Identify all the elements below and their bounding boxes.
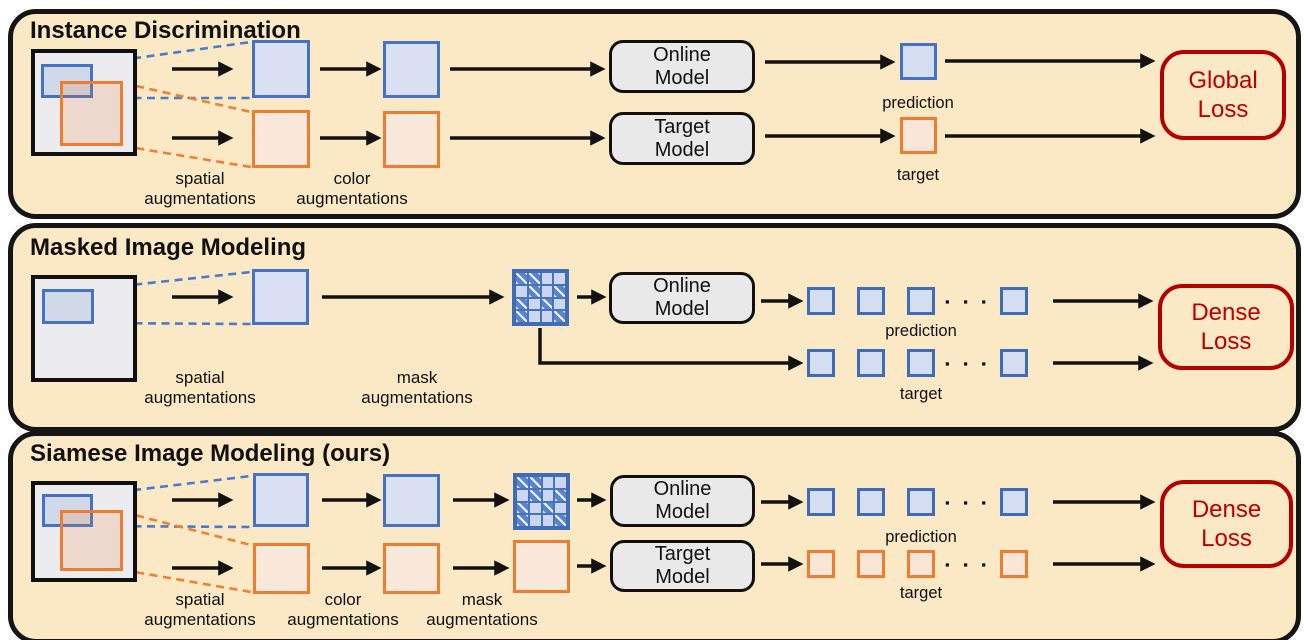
masked-view [512, 269, 569, 326]
token-square [857, 550, 885, 578]
online-model-box: Online Model [609, 40, 755, 93]
token-square [1000, 550, 1028, 578]
token-square [807, 287, 835, 315]
color-augmented-view-blue [383, 41, 440, 98]
masked-view [513, 473, 570, 530]
augmented-view-orange [253, 543, 310, 594]
panel-instance-discrimination: Instance Discrimination spatial augmenta… [8, 9, 1301, 219]
online-model-box: Online Model [610, 475, 755, 527]
token-square [807, 349, 835, 377]
prediction-label: prediction [885, 322, 957, 340]
loss-box-dense: Dense Loss [1160, 480, 1293, 568]
ellipsis-dots: ▪ ▪ ▪ [944, 294, 992, 309]
source-image [31, 481, 137, 582]
token-square [807, 488, 835, 516]
source-image [31, 275, 137, 382]
color-augmented-view-orange [383, 111, 440, 168]
prediction-square [900, 43, 937, 80]
panel-masked-image-modeling: Masked Image Modeling spatial augmentati… [8, 223, 1301, 432]
color-augmented-view-blue [383, 474, 440, 527]
panel-title: Instance Discrimination [30, 17, 301, 44]
augmented-view-orange [252, 110, 310, 168]
ellipsis-dots: ▪ ▪ ▪ [944, 356, 992, 371]
augmentation-label-color: color augmentations [296, 169, 408, 208]
token-square [807, 550, 835, 578]
panel-siamese-image-modeling: Siamese Image Modeling (ours) spatial au… [8, 431, 1301, 640]
color-augmented-view-orange [383, 543, 440, 594]
augmented-view-blue [253, 473, 309, 527]
ellipsis-dots: ▪ ▪ ▪ [944, 495, 992, 510]
augmentation-label-mask: mask augmentations [361, 368, 473, 407]
token-square [1000, 349, 1028, 377]
token-square [857, 287, 885, 315]
augmentation-label-spatial: spatial augmentations [144, 368, 256, 407]
augmentation-label-color: color augmentations [287, 590, 399, 629]
panel-title: Siamese Image Modeling (ours) [30, 440, 391, 467]
prediction-label: prediction [885, 528, 957, 546]
ellipsis-dots: ▪ ▪ ▪ [944, 557, 992, 572]
loss-box-global: Global Loss [1160, 50, 1286, 140]
token-square [907, 287, 935, 315]
token-square [907, 488, 935, 516]
token-square [1000, 488, 1028, 516]
source-image [31, 49, 137, 156]
target-model-box: Target Model [610, 540, 755, 592]
unmasked-view-orange [513, 540, 570, 593]
target-label: target [899, 385, 943, 403]
target-label: target [896, 166, 940, 184]
target-label: target [899, 584, 943, 602]
crop-region-orange [60, 510, 123, 571]
augmentation-label-mask: mask augmentations [426, 590, 538, 629]
loss-box-dense: Dense Loss [1158, 284, 1294, 370]
crop-region-orange [60, 81, 123, 146]
augmentation-label-spatial: spatial augmentations [144, 169, 256, 208]
augmented-view-blue [252, 40, 310, 98]
crop-region-blue [42, 289, 94, 324]
prediction-label: prediction [882, 94, 954, 112]
target-model-box: Target Model [609, 112, 755, 165]
token-square [907, 550, 935, 578]
panel-title: Masked Image Modeling [30, 234, 307, 261]
token-square [1000, 287, 1028, 315]
token-square [857, 488, 885, 516]
target-square [900, 117, 937, 154]
token-square [907, 349, 935, 377]
augmentation-label-spatial: spatial augmentations [144, 590, 256, 629]
online-model-box: Online Model [609, 272, 755, 324]
augmented-view-blue [252, 269, 309, 325]
token-square [857, 349, 885, 377]
